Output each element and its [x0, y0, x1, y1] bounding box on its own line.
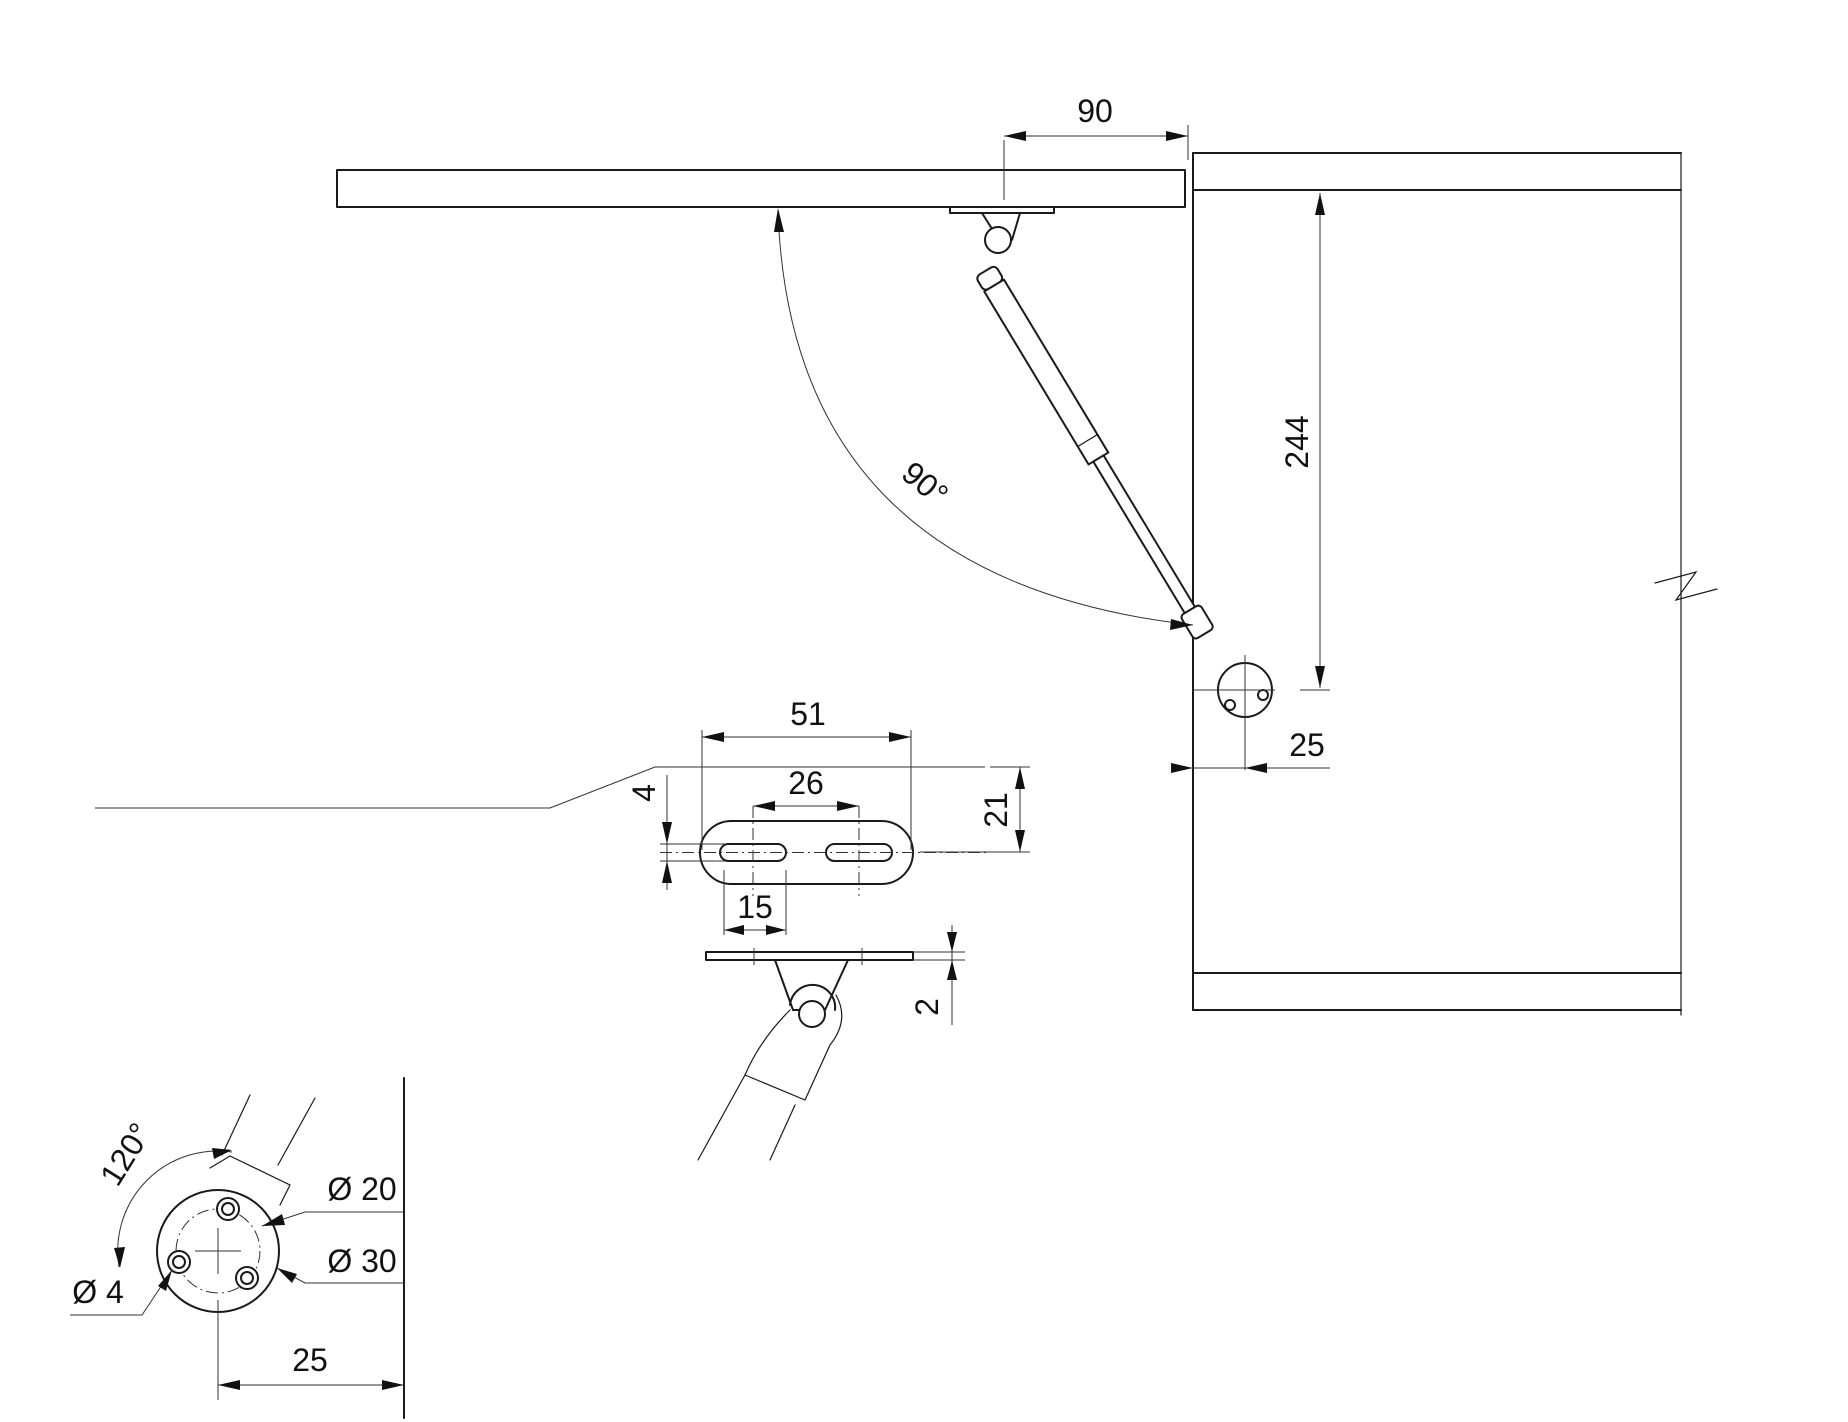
svg-text:90: 90 — [1077, 93, 1113, 129]
svg-text:15: 15 — [737, 889, 773, 925]
svg-text:51: 51 — [790, 696, 826, 732]
svg-text:21: 21 — [978, 792, 1014, 828]
dim-15-slot-offset: 15 — [723, 870, 787, 935]
lid-panel — [336, 169, 1186, 208]
bracket-detail-view: 51 26 21 4 — [95, 696, 1030, 1161]
bracket-side-view — [697, 948, 914, 1161]
svg-text:90°: 90° — [895, 454, 955, 513]
svg-text:Ø 4: Ø 4 — [72, 1274, 124, 1310]
slotted-bracket-plate — [660, 806, 990, 896]
flange-round — [156, 1189, 280, 1400]
dim-21-height: 21 — [920, 766, 1030, 853]
dim-dia-20: Ø 20 — [261, 1171, 404, 1227]
dim-25-side: 25 — [1171, 720, 1330, 773]
dim-244-height: 244 — [1279, 193, 1330, 691]
flange-strut-stub — [209, 1094, 316, 1206]
svg-text:25: 25 — [292, 1342, 328, 1378]
svg-text:25: 25 — [1289, 727, 1325, 763]
svg-text:2: 2 — [909, 998, 945, 1016]
detail-leader — [95, 766, 985, 809]
break-symbol — [1654, 570, 1718, 602]
dim-2-plate-thickness: 2 — [909, 925, 965, 1025]
dim-51-width: 51 — [701, 696, 912, 850]
dim-4-slot-width: 4 — [626, 775, 725, 890]
svg-text:Ø 30: Ø 30 — [327, 1243, 396, 1279]
dim-dia-4: Ø 4 — [70, 1269, 173, 1316]
svg-text:120°: 120° — [93, 1117, 159, 1192]
svg-text:Ø 20: Ø 20 — [327, 1171, 396, 1207]
flange-detail-view: 120° Ø 20 Ø 30 Ø 4 25 — [70, 1077, 405, 1419]
dim-26-slot-spacing: 26 — [753, 765, 859, 811]
svg-text:244: 244 — [1279, 415, 1315, 468]
dim-90-offset: 90 — [1003, 93, 1189, 200]
svg-text:26: 26 — [788, 765, 824, 801]
dim-dia-30: Ø 30 — [276, 1243, 404, 1284]
gas-strut — [976, 226, 1214, 640]
bottom-flange-side — [1193, 655, 1275, 735]
dim-25-bottom: 25 — [218, 1342, 404, 1390]
main-assembly-view: 90 244 25 90° — [336, 93, 1718, 1016]
cabinet-body — [1192, 152, 1718, 1016]
svg-text:4: 4 — [626, 784, 662, 802]
